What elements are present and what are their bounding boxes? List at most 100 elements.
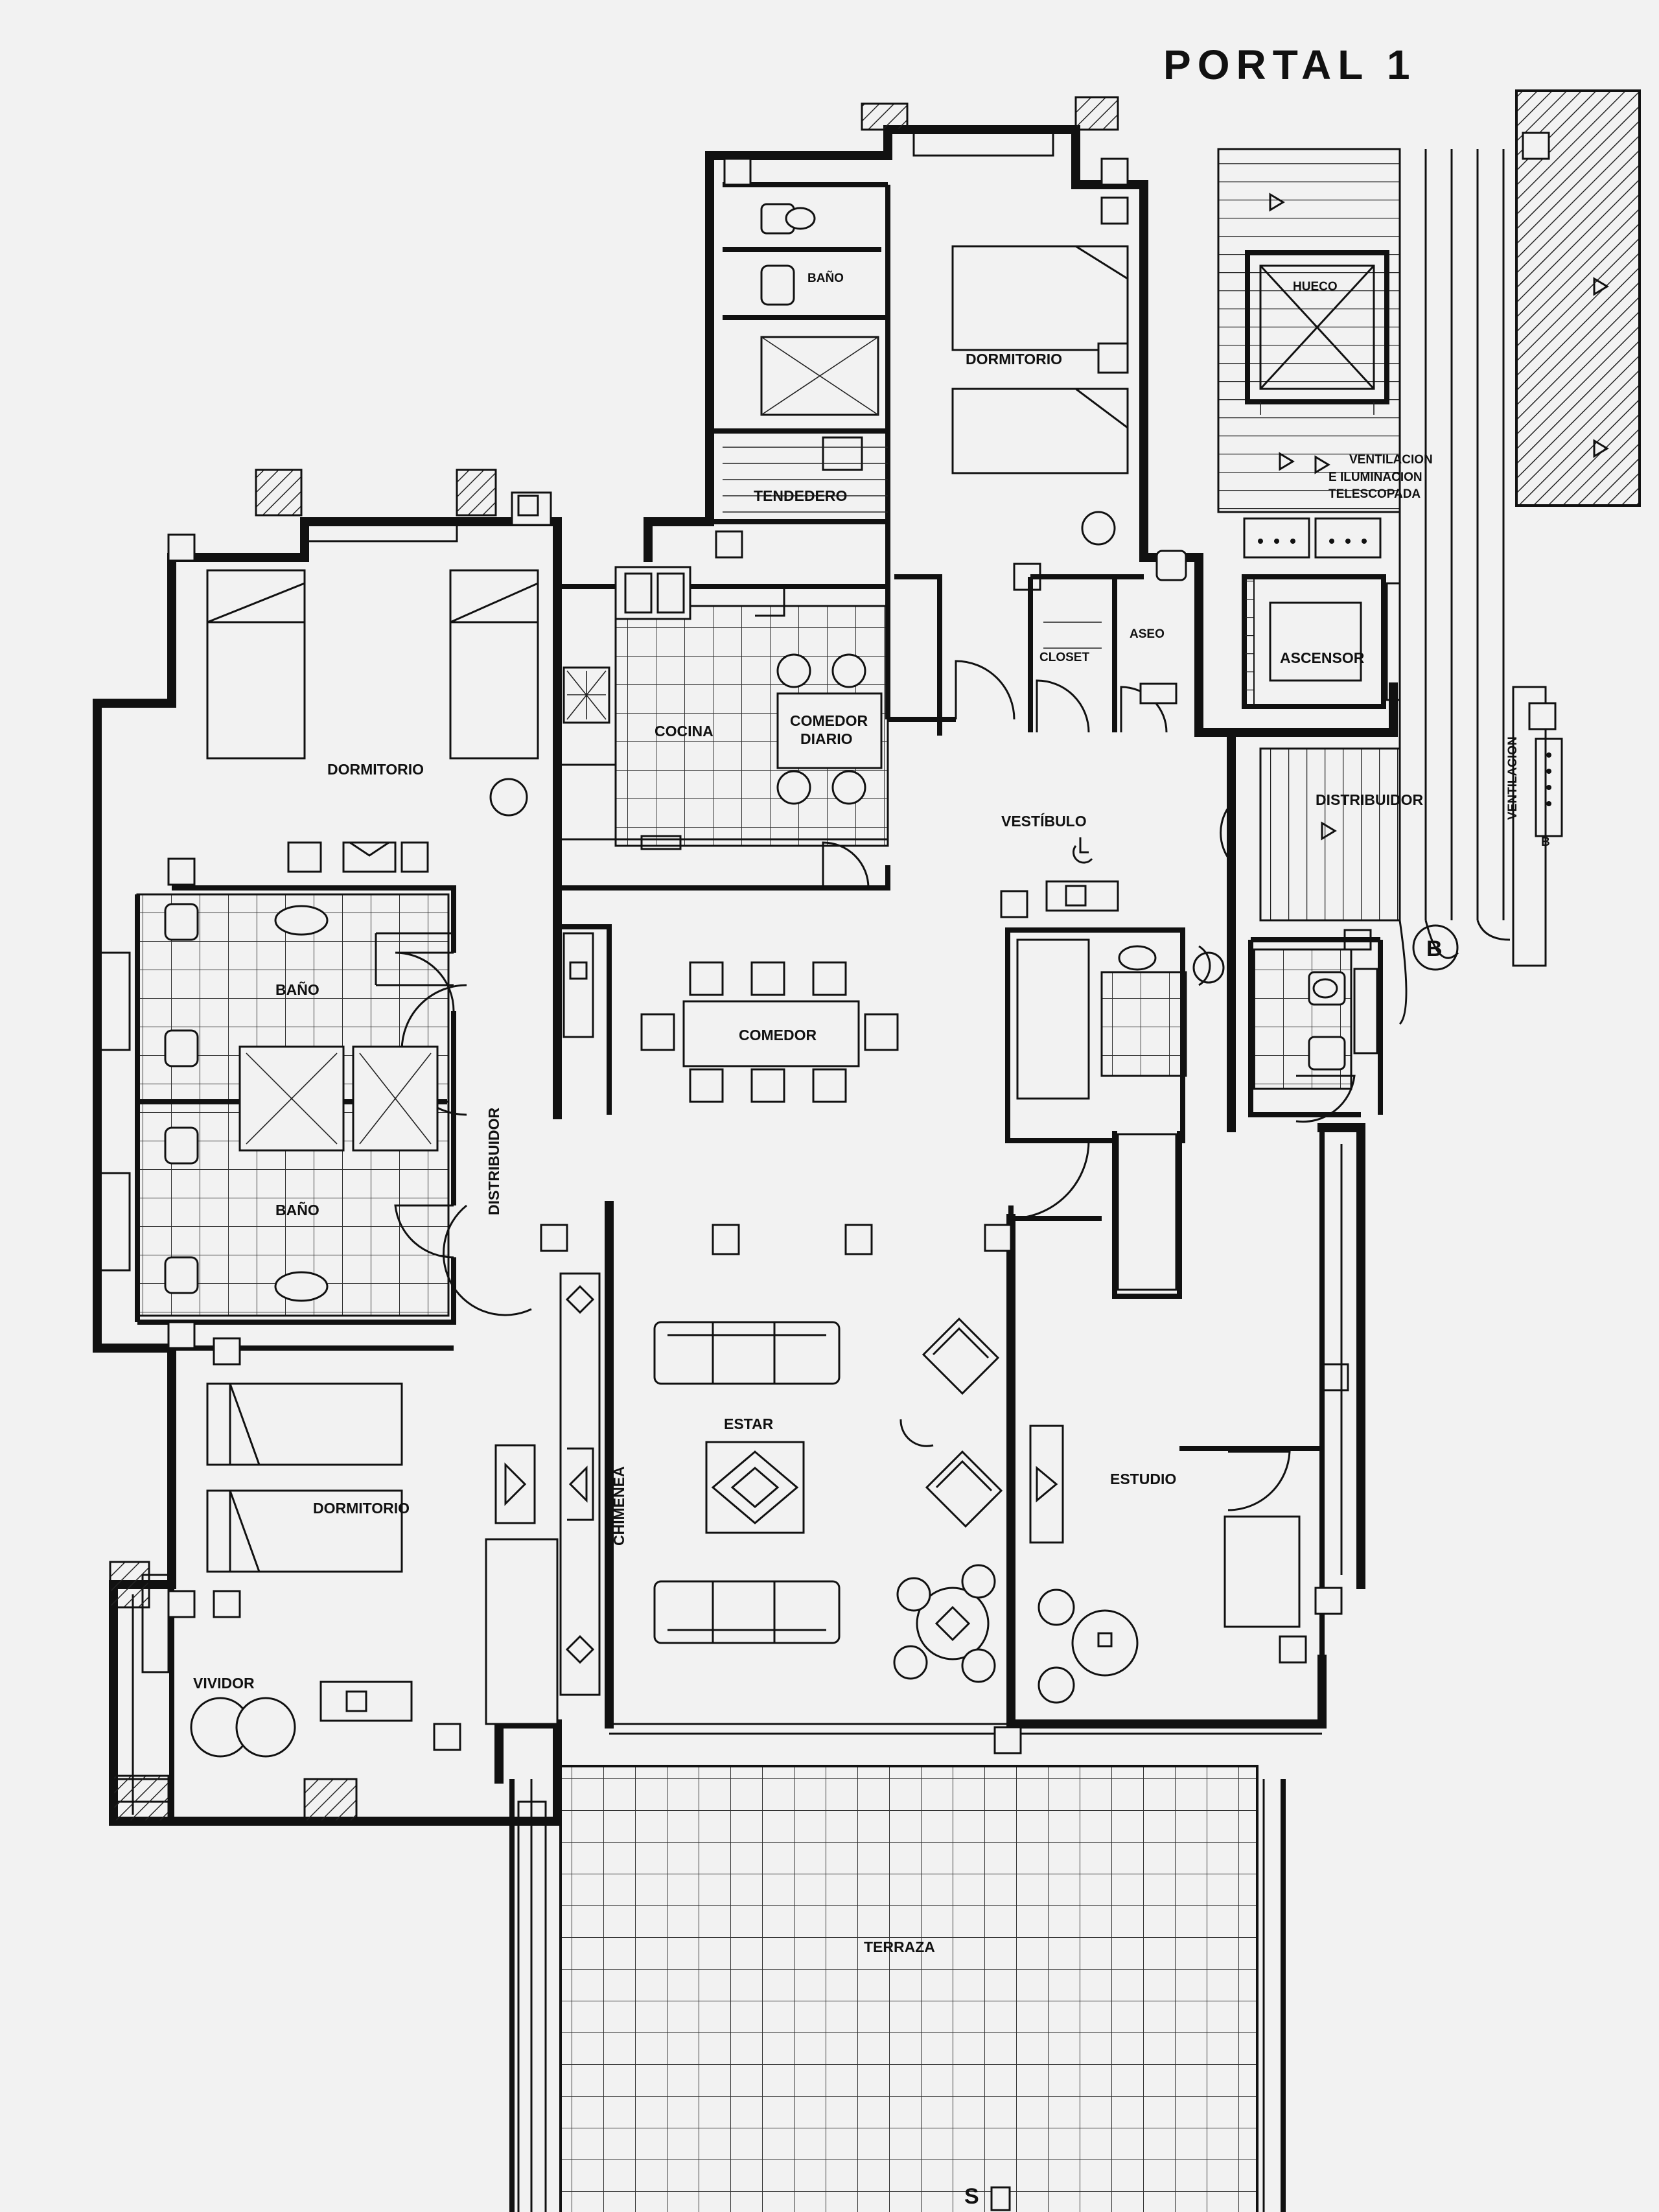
stair-curve: [1398, 149, 1505, 920]
elevator-panel: [1314, 517, 1382, 559]
sofa-icon: [653, 1321, 841, 1385]
chair-icon: [1038, 1589, 1075, 1626]
door-swing: [822, 841, 870, 889]
label-estar: ESTAR: [724, 1415, 774, 1432]
table-icon: [1071, 1609, 1139, 1677]
accessibility-icon: [1073, 837, 1093, 864]
windows: [96, 132, 1322, 1735]
table-icon: [916, 1587, 990, 1660]
toilet-icon: [164, 903, 199, 941]
label-ventilacion-2: E ILUMINACION: [1328, 471, 1422, 484]
toilet-icon: [164, 1029, 199, 1067]
ascensor-shaft: [1242, 517, 1563, 837]
label-cocina: COCINA: [655, 723, 713, 739]
label-distribuidor-right: DISTRIBUIDOR: [1316, 791, 1424, 808]
chair-icon: [689, 1068, 724, 1103]
top-bathroom-fixtures: [723, 203, 1187, 704]
label-comedor: COMEDOR: [739, 1027, 817, 1043]
chair-icon: [831, 653, 866, 688]
label-dormitorio-left: DORMITORIO: [327, 761, 424, 778]
stair-rail: [1512, 686, 1547, 967]
label-comedor-diario-2: DIARIO: [800, 730, 853, 747]
door-swing: [1295, 1075, 1356, 1123]
label-dormitorio-top: DORMITORIO: [966, 351, 1062, 367]
chair-icon: [750, 961, 785, 996]
door-swing: [1220, 803, 1233, 863]
vestibule-fixtures: [1016, 837, 1225, 1100]
sink-icon: [760, 264, 795, 306]
study-fixtures: [1029, 1133, 1349, 1704]
right-bath-fixtures: [1308, 929, 1378, 1071]
stair-hatched-landing: [1515, 89, 1641, 507]
chair-icon: [1038, 1666, 1075, 1704]
bathtub-icon: [274, 905, 329, 936]
hatched-corners: [109, 96, 1255, 1822]
stair-b-label: B: [1426, 937, 1443, 961]
armchair-icon: [922, 1317, 1000, 1395]
toilet-icon: [164, 1126, 199, 1165]
label-ventilacion-vertical: VENTILACION: [1506, 736, 1520, 820]
desk-icon: [1224, 1515, 1301, 1628]
door-swing: [394, 1204, 454, 1259]
label-comedor-diario-1: COMEDOR: [790, 712, 868, 729]
label-ventilacion-1: VENTILACION: [1349, 453, 1433, 467]
plant-icon: [235, 1697, 296, 1758]
chair-icon: [750, 1068, 785, 1103]
hueco-shaft: [1245, 250, 1389, 415]
label-chimenea: CHIMENEA: [610, 1466, 627, 1546]
chair-icon: [896, 1577, 931, 1612]
chair-icon: [831, 770, 866, 805]
bottom-bedroom-fixtures: [206, 1382, 413, 1722]
bed-icon: [206, 1382, 403, 1466]
label-hueco: HUECO: [1293, 280, 1338, 294]
chair-icon: [893, 1645, 928, 1680]
stair-arrow-icon: [1269, 192, 1609, 841]
label-vestibulo: VESTÍBULO: [1001, 812, 1087, 830]
label-terraza: TERRAZA: [864, 1938, 935, 1955]
label-tendedero: TENDEDERO: [754, 487, 847, 504]
chair-icon: [689, 961, 724, 996]
living-room-fixtures: [485, 1224, 1003, 1725]
stair-curve-end: [1398, 920, 1511, 1025]
door-swing: [1010, 1140, 1090, 1220]
sink-icon: [614, 566, 691, 620]
kitchen-fixtures: [563, 566, 883, 850]
label-ascensor: ASCENSOR: [1280, 649, 1365, 666]
dining-room-fixtures: [563, 932, 899, 1103]
chair-icon: [1081, 511, 1116, 546]
bathtub-icon: [274, 1271, 329, 1302]
bed-icon: [951, 388, 1129, 474]
sink-icon: [1308, 1036, 1346, 1071]
diamond-icon: [711, 1450, 799, 1524]
chair-icon: [864, 1013, 899, 1051]
table-icon: [682, 1000, 860, 1067]
bed-icon: [206, 569, 306, 760]
washer-icon: [822, 436, 863, 471]
label-vividor: VIVIDOR: [193, 1675, 255, 1692]
label-bano-2: BAÑO: [275, 1201, 319, 1218]
door-swing: [395, 951, 455, 1012]
toilet-icon: [164, 1256, 199, 1294]
sink-icon: [1118, 945, 1157, 971]
chair-icon: [640, 1013, 675, 1051]
page-title: PORTAL 1: [1163, 41, 1417, 88]
sofa-icon: [653, 1580, 841, 1644]
label-bano-1: BAÑO: [275, 981, 319, 998]
chair-icon: [812, 1068, 847, 1103]
label-bano-top: BAÑO: [807, 271, 844, 285]
room-labels: BAÑO TENDEDERO DORMITORIO HUECO VENTILAC…: [193, 271, 1520, 2211]
terraza-floor: [559, 1765, 1259, 2212]
door-swing: [955, 660, 1015, 720]
chair-icon: [489, 778, 528, 817]
bed-icon: [449, 569, 539, 760]
elevator-panel: [1243, 517, 1310, 559]
label-aseo: ASEO: [1130, 627, 1165, 641]
label-estudio: ESTUDIO: [1110, 1471, 1176, 1487]
bed-icon: [206, 1489, 403, 1573]
toilet-icon: [1155, 550, 1187, 581]
chair-icon: [812, 961, 847, 996]
label-dormitorio-bottom: DORMITORIO: [313, 1500, 410, 1517]
left-bathroom-fixtures: [164, 903, 454, 1302]
chair-icon: [776, 770, 811, 805]
